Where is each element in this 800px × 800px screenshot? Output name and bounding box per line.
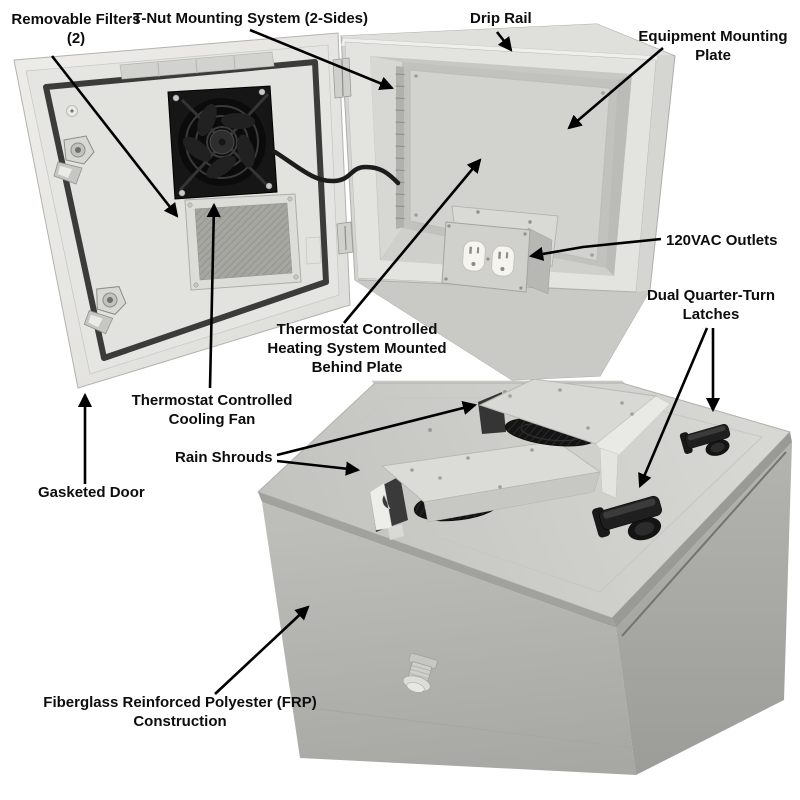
arrow-cooling-fan — [206, 202, 221, 389]
arrow-rain-shroud-lower — [276, 459, 361, 476]
enclosure-door — [13, 32, 401, 389]
shroud-foot — [586, 490, 602, 506]
closed-box-front-face — [262, 502, 636, 775]
cable-gland — [402, 652, 438, 693]
right-face-gap-line — [621, 451, 787, 637]
arrow-tnut-mounting — [249, 28, 394, 91]
door-lip-front — [258, 492, 616, 628]
shroud-foot — [388, 524, 404, 540]
interior-right-wall — [606, 74, 632, 276]
quarter-turn-latch-front — [592, 495, 662, 541]
callout-120vac-outlets: 120VAC Outlets — [666, 232, 778, 249]
filter-screws — [187, 196, 299, 288]
callout-cooling-fan: Thermostat Controlled Cooling Fan — [131, 392, 293, 428]
arrow-heating-system — [343, 158, 482, 324]
door-vent-groove — [119, 51, 275, 80]
filter-mesh — [194, 202, 293, 281]
callout-equipment-mounting-plate: Equipment Mounting Plate — [638, 28, 788, 64]
cooling-fan-illustration — [167, 85, 278, 200]
t-nut-rail — [395, 66, 405, 229]
arrow-latch-front — [638, 327, 709, 488]
callout-dual-quarter-turn-latches: Dual Quarter-Turn Latches — [646, 287, 776, 323]
closed-enclosure-illustration — [257, 378, 792, 775]
callout-heating-system: Thermostat Controlled Heating System Mou… — [267, 321, 447, 376]
callout-rain-shrouds: Rain Shrouds — [175, 449, 273, 466]
interior-left-wall — [370, 56, 402, 259]
fan-screws — [172, 88, 273, 197]
filter-vent — [184, 193, 302, 291]
door-hinge — [332, 57, 352, 99]
shroud-screws — [410, 422, 534, 489]
rain-shroud-upper — [478, 378, 671, 499]
closed-box-right-face — [616, 442, 792, 775]
callout-arrows — [50, 28, 721, 695]
shroud-screws — [508, 388, 634, 430]
outlet-box-front — [441, 221, 531, 293]
shroud-right-leg — [599, 447, 619, 499]
door-lip-right — [612, 432, 792, 628]
arrow-removable-filters — [50, 55, 179, 218]
door-face-inset-line — [295, 397, 763, 593]
callout-drip-rail: Drip Rail — [470, 10, 532, 27]
callout-frp-construction: Fiberglass Reinforced Polyester (FRP) Co… — [43, 694, 317, 730]
front-face-seam — [293, 705, 633, 749]
door-latch-mechanism — [83, 286, 127, 335]
callout-removable-filters: Removable Filters (2) — [11, 11, 141, 47]
arrow-equipment-plate — [567, 47, 664, 130]
duplex-outlet — [491, 245, 515, 277]
quarter-turn-latch-rear — [679, 423, 731, 456]
rain-shroud-lower — [369, 422, 602, 540]
arrow-frp — [214, 605, 310, 695]
arrow-drip-rail — [495, 31, 513, 52]
fan-power-cable — [272, 149, 401, 186]
fan-blades — [182, 103, 255, 179]
callout-gasketed-door: Gasketed Door — [38, 484, 145, 501]
door-rib — [305, 236, 322, 265]
callout-tnut-mounting: T-Nut Mounting System (2-Sides) — [133, 10, 369, 27]
duplex-outlet — [462, 240, 486, 272]
plate-screws — [414, 74, 605, 257]
outlet-screws — [444, 224, 527, 290]
door-hinge — [336, 221, 354, 255]
door-latch-mechanism — [53, 135, 95, 185]
arrow-vac-outlets — [528, 237, 662, 261]
body-bottom-face — [355, 280, 650, 380]
arrow-rain-shroud-upper — [276, 401, 478, 457]
outlet-assembly — [441, 205, 559, 295]
